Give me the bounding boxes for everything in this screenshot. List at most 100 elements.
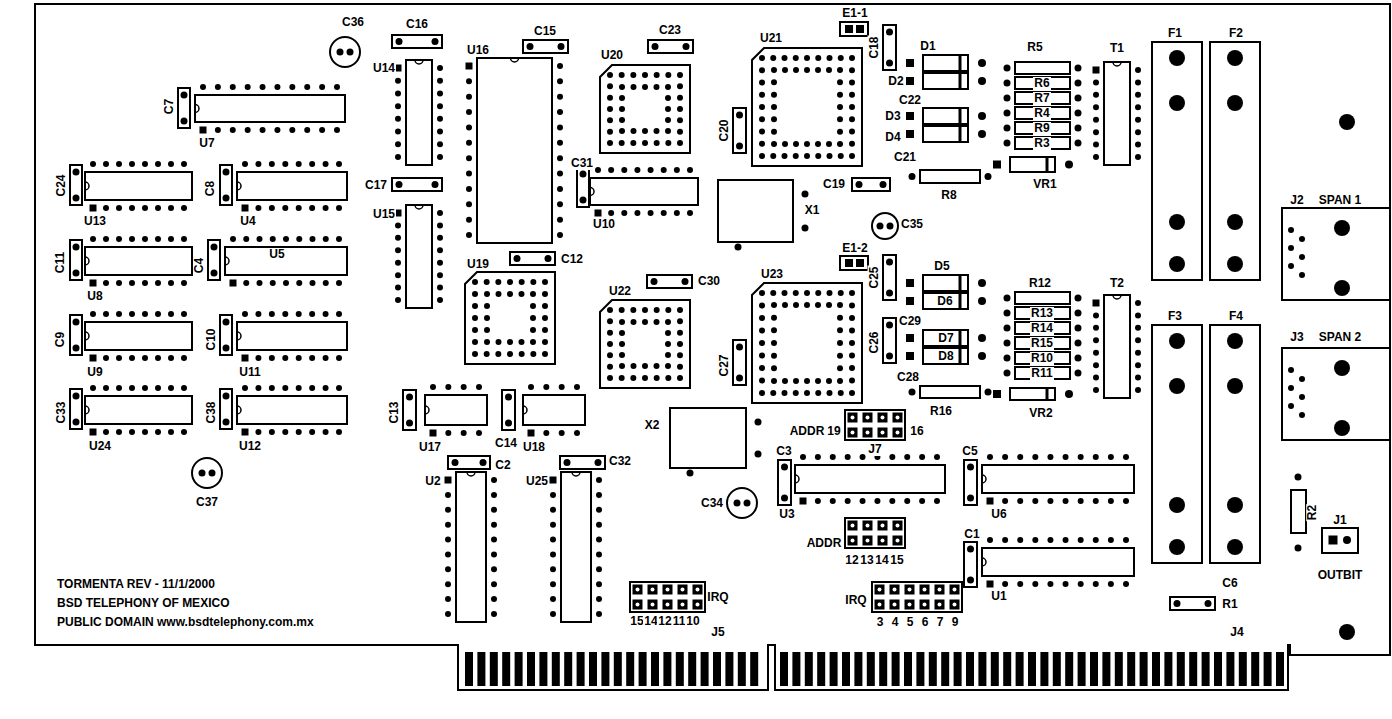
pad <box>296 429 302 435</box>
pad <box>558 43 565 50</box>
part-label: C34 <box>700 497 724 510</box>
pad <box>484 351 490 357</box>
diode-symbol <box>923 55 968 71</box>
pad <box>472 327 478 333</box>
pad <box>607 330 613 336</box>
part-label: F3 <box>1167 310 1183 323</box>
pad <box>437 154 443 160</box>
pad <box>129 355 135 361</box>
part-label: IRQ <box>706 591 729 604</box>
pad <box>759 290 765 296</box>
pad <box>782 153 788 159</box>
part-label: C4 <box>194 256 207 273</box>
resistor-symbol <box>1015 137 1070 149</box>
edge-finger <box>738 652 746 686</box>
pad <box>445 596 451 602</box>
pad <box>1108 537 1114 543</box>
pad <box>466 140 472 146</box>
pad <box>849 153 855 159</box>
pad <box>683 43 690 50</box>
pad-square <box>550 477 557 484</box>
part-label: R5 <box>1026 41 1043 54</box>
jumper-pin <box>863 413 873 423</box>
pad <box>103 161 109 167</box>
pad <box>1002 537 1008 543</box>
part-label: F1 <box>1167 27 1183 40</box>
pad <box>815 141 821 147</box>
pad-square <box>242 429 249 436</box>
dip-chip <box>237 172 347 200</box>
capacitor-symbol <box>220 315 232 355</box>
pad <box>934 454 940 460</box>
edge-finger <box>701 652 709 686</box>
jumper-pin <box>893 536 903 546</box>
pad <box>519 279 525 285</box>
pad <box>557 78 563 84</box>
pad <box>310 236 316 242</box>
pad <box>886 259 893 266</box>
edge-finger <box>867 652 875 686</box>
pad <box>860 454 866 460</box>
edge-finger <box>1251 652 1259 686</box>
pad <box>309 429 315 435</box>
pad <box>607 352 613 358</box>
pad <box>1093 337 1099 343</box>
pad <box>607 95 613 101</box>
part-label: R3 <box>1033 137 1050 150</box>
pad <box>1093 92 1099 98</box>
part-label: R16 <box>929 405 953 418</box>
pad <box>142 205 148 211</box>
pad <box>181 280 187 286</box>
pad <box>909 173 916 180</box>
jumper-pin <box>920 600 930 610</box>
pad <box>73 169 80 176</box>
pad <box>856 181 863 188</box>
jumper-hole <box>666 603 670 607</box>
pin1-notch <box>225 257 229 265</box>
pad <box>282 205 288 211</box>
resistor-symbol <box>920 170 980 183</box>
pad <box>654 375 660 381</box>
pad <box>815 454 821 460</box>
pad <box>736 143 743 150</box>
pad <box>674 167 680 173</box>
pad <box>200 84 206 90</box>
pad <box>142 355 148 361</box>
pad <box>323 355 329 361</box>
pad <box>631 128 637 134</box>
pad-square <box>445 477 452 484</box>
pad <box>967 495 974 502</box>
pad <box>289 127 295 133</box>
pad <box>596 507 602 513</box>
part-label: J3 <box>1289 331 1304 344</box>
pad <box>550 492 556 498</box>
part-label: R11 <box>1030 367 1053 380</box>
pad <box>804 302 810 308</box>
pad <box>630 307 636 313</box>
pad <box>759 390 765 396</box>
pad <box>880 181 887 188</box>
pad <box>461 384 467 390</box>
pad <box>1123 581 1129 587</box>
pad <box>1004 125 1011 132</box>
pad <box>634 210 640 216</box>
edge-finger <box>805 652 813 686</box>
jumper-pin <box>648 600 658 610</box>
pad <box>282 385 288 391</box>
pad <box>545 255 552 262</box>
pad <box>103 385 109 391</box>
pad <box>437 297 443 303</box>
pad <box>860 498 866 504</box>
fuse-holder <box>1152 325 1202 563</box>
pad <box>574 384 580 390</box>
jumper-pin <box>950 600 960 610</box>
pad <box>1169 214 1185 230</box>
pad <box>550 566 556 572</box>
pad <box>1004 355 1011 362</box>
pad <box>223 195 230 202</box>
pad <box>759 303 765 309</box>
pad <box>116 355 122 361</box>
pad <box>1093 375 1099 381</box>
pad <box>630 72 636 78</box>
pad-square <box>993 390 1001 398</box>
